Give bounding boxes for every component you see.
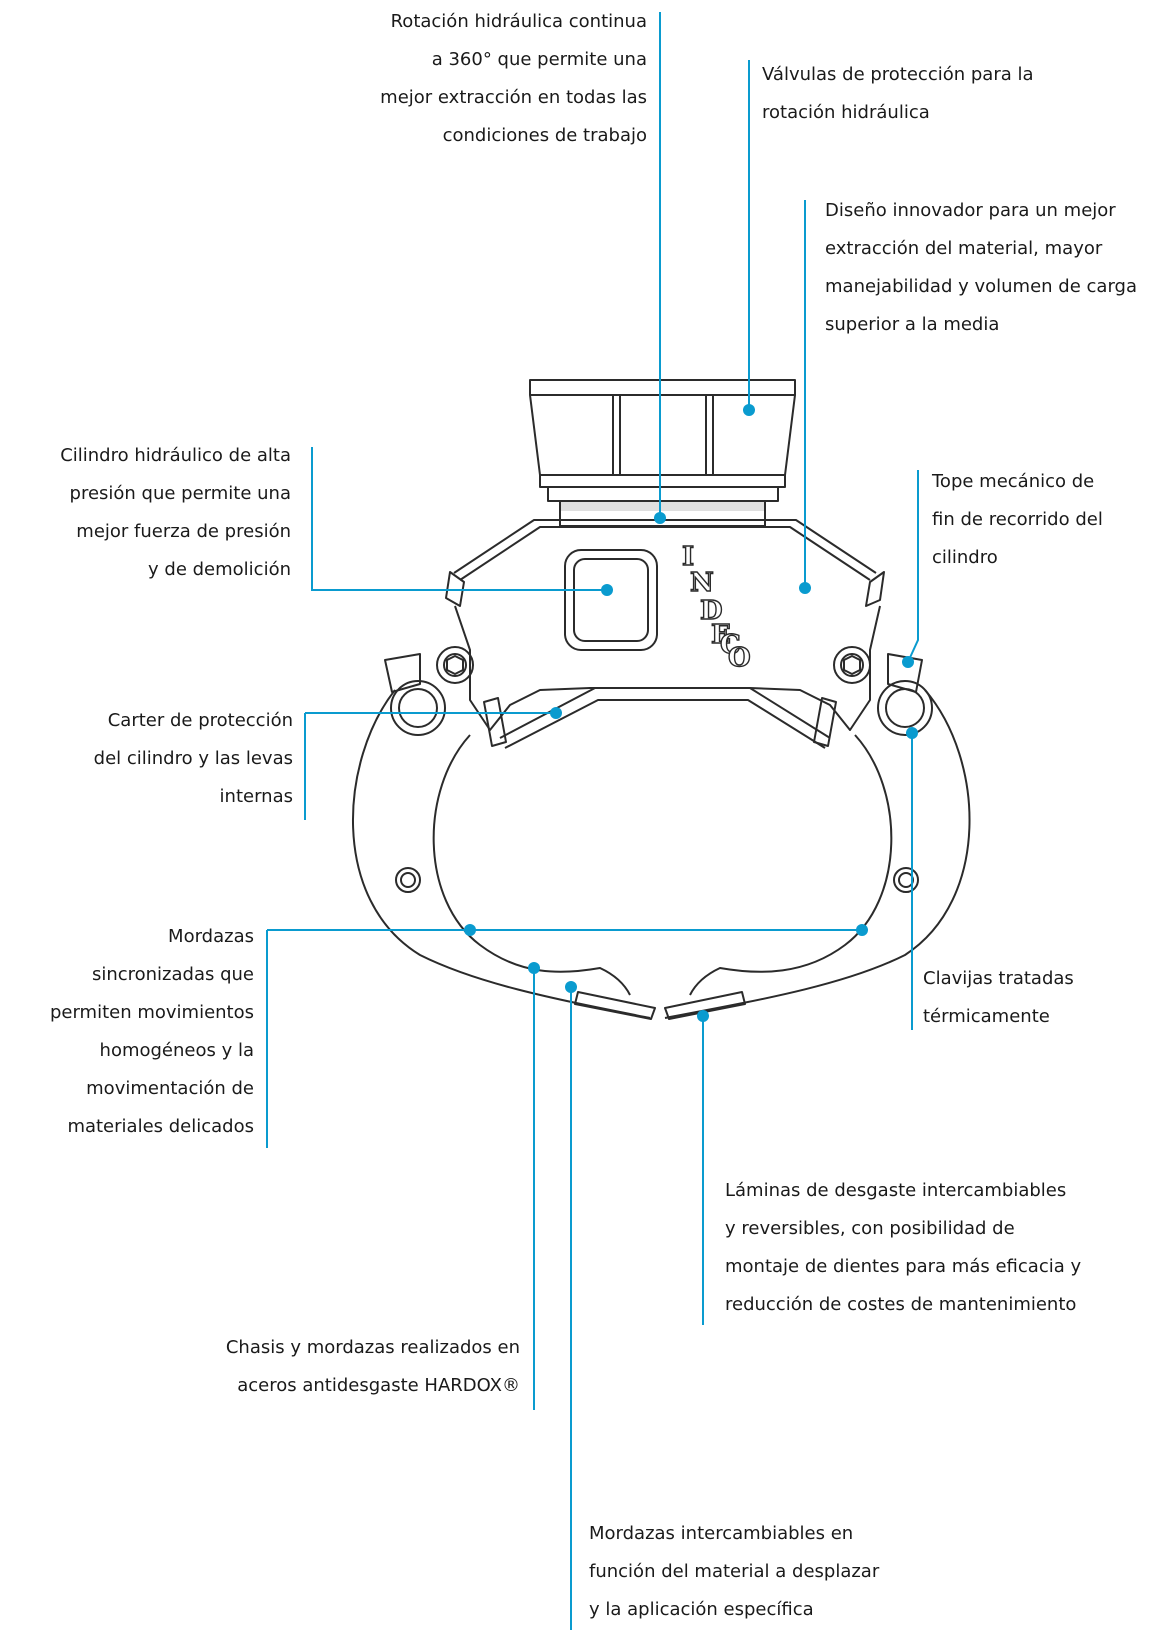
callout-line: presión que permite una [69, 483, 291, 504]
callout-tope: Tope mecánico de fin de recorrido del ci… [932, 463, 1103, 577]
callout-carter: Carter de protección del cilindro y las … [94, 702, 293, 816]
callout-line: fin de recorrido del [932, 509, 1103, 530]
callout-line: aceros antidesgaste HARDOX® [237, 1375, 520, 1396]
callout-line: Válvulas de protección para la [762, 64, 1034, 85]
callout-line: rotación hidráulica [762, 102, 930, 123]
brand-letter: O [728, 643, 751, 673]
brand-letter: C [720, 630, 741, 660]
grapple-drawing [351, 379, 971, 1020]
callout-diseno: Diseño innovador para un mejor extracció… [825, 192, 1137, 344]
dot-rotacion [654, 512, 666, 524]
callout-line: Mordazas [168, 926, 254, 947]
dot-carter [550, 707, 562, 719]
callout-line: superior a la media [825, 314, 1000, 335]
callout-line: y la aplicación específica [589, 1599, 814, 1620]
callout-line: internas [219, 786, 293, 807]
dot-tope [902, 656, 914, 668]
upper-body [445, 519, 885, 731]
callout-line: extracción del material, mayor [825, 238, 1103, 259]
brand-mark: I N D E C O [681, 541, 751, 673]
leader-tope [907, 470, 919, 663]
callout-rotacion: Rotación hidráulica continua a 360° que … [380, 3, 647, 155]
callout-line: a 360° que permite una [431, 49, 647, 70]
dot-cilindro [601, 584, 613, 596]
dot-chasis [528, 962, 540, 974]
callout-line: reducción de costes de mantenimiento [725, 1294, 1077, 1315]
brand-letter: N [690, 568, 714, 598]
callout-line: función del material a desplazar [589, 1561, 880, 1582]
callout-line: montaje de dientes para más eficacia y [725, 1256, 1082, 1277]
callout-line: y reversibles, con posibilidad de [725, 1218, 1015, 1239]
callout-line: térmicamente [923, 1006, 1050, 1027]
callout-line: mejor fuerza de presión [76, 521, 291, 542]
callout-line: Clavijas tratadas [923, 968, 1074, 989]
callout-mordazas-sinc: Mordazas sincronizadas que permiten movi… [50, 918, 254, 1146]
callout-line: del cilindro y las levas [93, 748, 293, 769]
callout-valvulas: Válvulas de protección para la rotación … [762, 56, 1034, 132]
callout-line: materiales delicados [67, 1116, 254, 1137]
callout-cilindro: Cilindro hidráulico de alta presión que … [60, 437, 291, 589]
dot-clavijas [906, 727, 918, 739]
dot-diseno [799, 582, 811, 594]
callout-line: condiciones de trabajo [442, 125, 647, 146]
left-cam-bolt [384, 646, 474, 693]
callout-line: sincronizadas que [91, 964, 254, 985]
cylinder-window [564, 549, 658, 651]
leader-cilindro [311, 447, 607, 591]
dot-mordazas-sinc-right [856, 924, 868, 936]
callout-dots [464, 404, 918, 1022]
callout-line: Mordazas intercambiables en [589, 1523, 854, 1544]
dot-mordazas-int [565, 981, 577, 993]
dot-laminas [697, 1010, 709, 1022]
brand-letter: D [700, 596, 723, 626]
dot-valvulas [743, 404, 755, 416]
callout-line: y de demolición [148, 559, 291, 580]
callout-line: manejabilidad y volumen de carga [825, 276, 1137, 297]
dot-mordazas-sinc-left [464, 924, 476, 936]
callout-line: Rotación hidráulica continua [390, 11, 647, 32]
callout-line: permiten movimientos [49, 1002, 254, 1023]
callout-line: Cilindro hidráulico de alta [60, 445, 291, 466]
callout-line: mejor extracción en todas las [380, 87, 647, 108]
callout-clavijas: Clavijas tratadas térmicamente [923, 960, 1074, 1036]
callout-laminas: Láminas de desgaste intercambiables y re… [725, 1172, 1081, 1324]
callout-line: movimentación de [86, 1078, 254, 1099]
callout-line: homogéneos y la [99, 1040, 254, 1061]
callout-line: cilindro [932, 547, 998, 568]
brand-letter: E [711, 620, 731, 650]
callout-line: Tope mecánico de [932, 471, 1095, 492]
callout-line: Láminas de desgaste intercambiables [725, 1180, 1067, 1201]
callout-chasis: Chasis y mordazas realizados en aceros a… [226, 1329, 520, 1405]
rotator-head [529, 379, 796, 527]
callout-mordazas-int: Mordazas intercambiables en función del … [589, 1515, 879, 1629]
callout-line: Carter de protección [107, 710, 293, 731]
left-jaw [351, 680, 656, 1020]
brand-letter: I [682, 542, 694, 572]
callout-line: Diseño innovador para un mejor [825, 200, 1116, 221]
right-cam-bolt [833, 646, 923, 693]
inner-carter [483, 687, 837, 749]
leader-lines [266, 12, 919, 1630]
callout-line: Chasis y mordazas realizados en [225, 1337, 520, 1358]
